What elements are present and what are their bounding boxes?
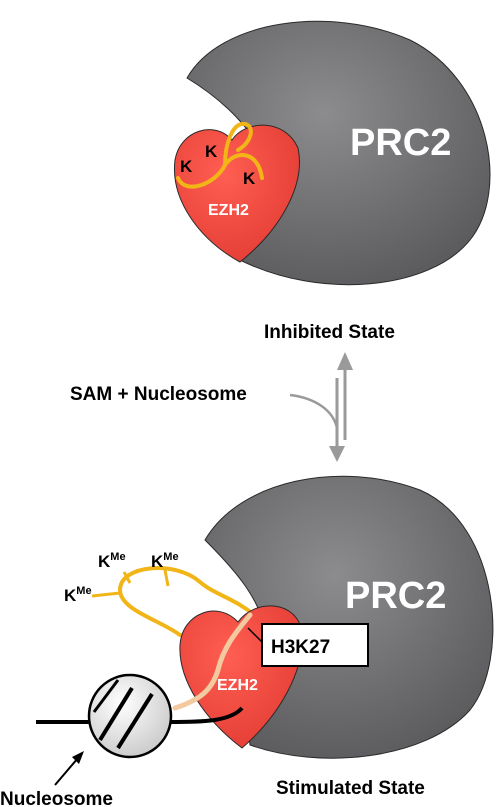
dna-wrap-1 <box>98 686 134 742</box>
transition-arrows: Inhibited State SAM + Nucleosome <box>70 322 395 462</box>
dna-strand-exit <box>169 706 244 724</box>
nucleosome-label: Nucleosome <box>0 789 113 807</box>
methyl-lysine-1: KMe <box>64 585 92 605</box>
h3k27-label: H3K27 <box>271 637 330 658</box>
dna-wrap-3 <box>92 679 120 713</box>
stimulated-state-label: Stimulated State <box>276 778 425 799</box>
reverse-arrow-head <box>337 352 353 370</box>
loop-tick-1 <box>91 591 121 598</box>
lysine-label-1: K <box>180 157 193 176</box>
ezh2-label-bottom: EZH2 <box>217 677 258 694</box>
dna-wrap-2 <box>116 692 154 750</box>
lysine-label-3: K <box>243 169 256 188</box>
loop-tick-2 <box>122 571 132 584</box>
prc2-label-bottom: PRC2 <box>345 575 446 617</box>
histone-tail <box>172 612 253 711</box>
loop-tick-3 <box>163 569 170 587</box>
nucleosome <box>36 673 244 759</box>
prc2-label-top: PRC2 <box>350 122 451 164</box>
inhibited-complex: K K K EZH2 PRC2 <box>173 20 491 286</box>
h3k27-connector <box>247 627 263 643</box>
cofactor-label: SAM + Nucleosome <box>70 384 247 405</box>
lysine-label-2: K <box>205 142 218 161</box>
h3k27-box <box>261 623 369 667</box>
histone-octamer <box>87 673 173 759</box>
forward-arrow-head <box>329 446 345 462</box>
methyl-lysine-2: KMe <box>98 551 126 571</box>
ezh2-label-top: EZH2 <box>208 202 249 219</box>
cofactor-entry-curve <box>289 393 339 429</box>
ezh2-heart-top <box>173 124 300 263</box>
methyl-lysine-3: KMe <box>151 551 179 571</box>
autoinhibitory-loop-top <box>176 122 264 189</box>
inhibited-state-label: Inhibited State <box>264 322 395 343</box>
nucleosome-pointer <box>54 757 79 786</box>
nucleosome-pointer-head <box>72 751 84 764</box>
stimulated-complex: EZH2 PRC2 H3K27 KMe KMe KMe Nucleosome S… <box>0 475 494 807</box>
